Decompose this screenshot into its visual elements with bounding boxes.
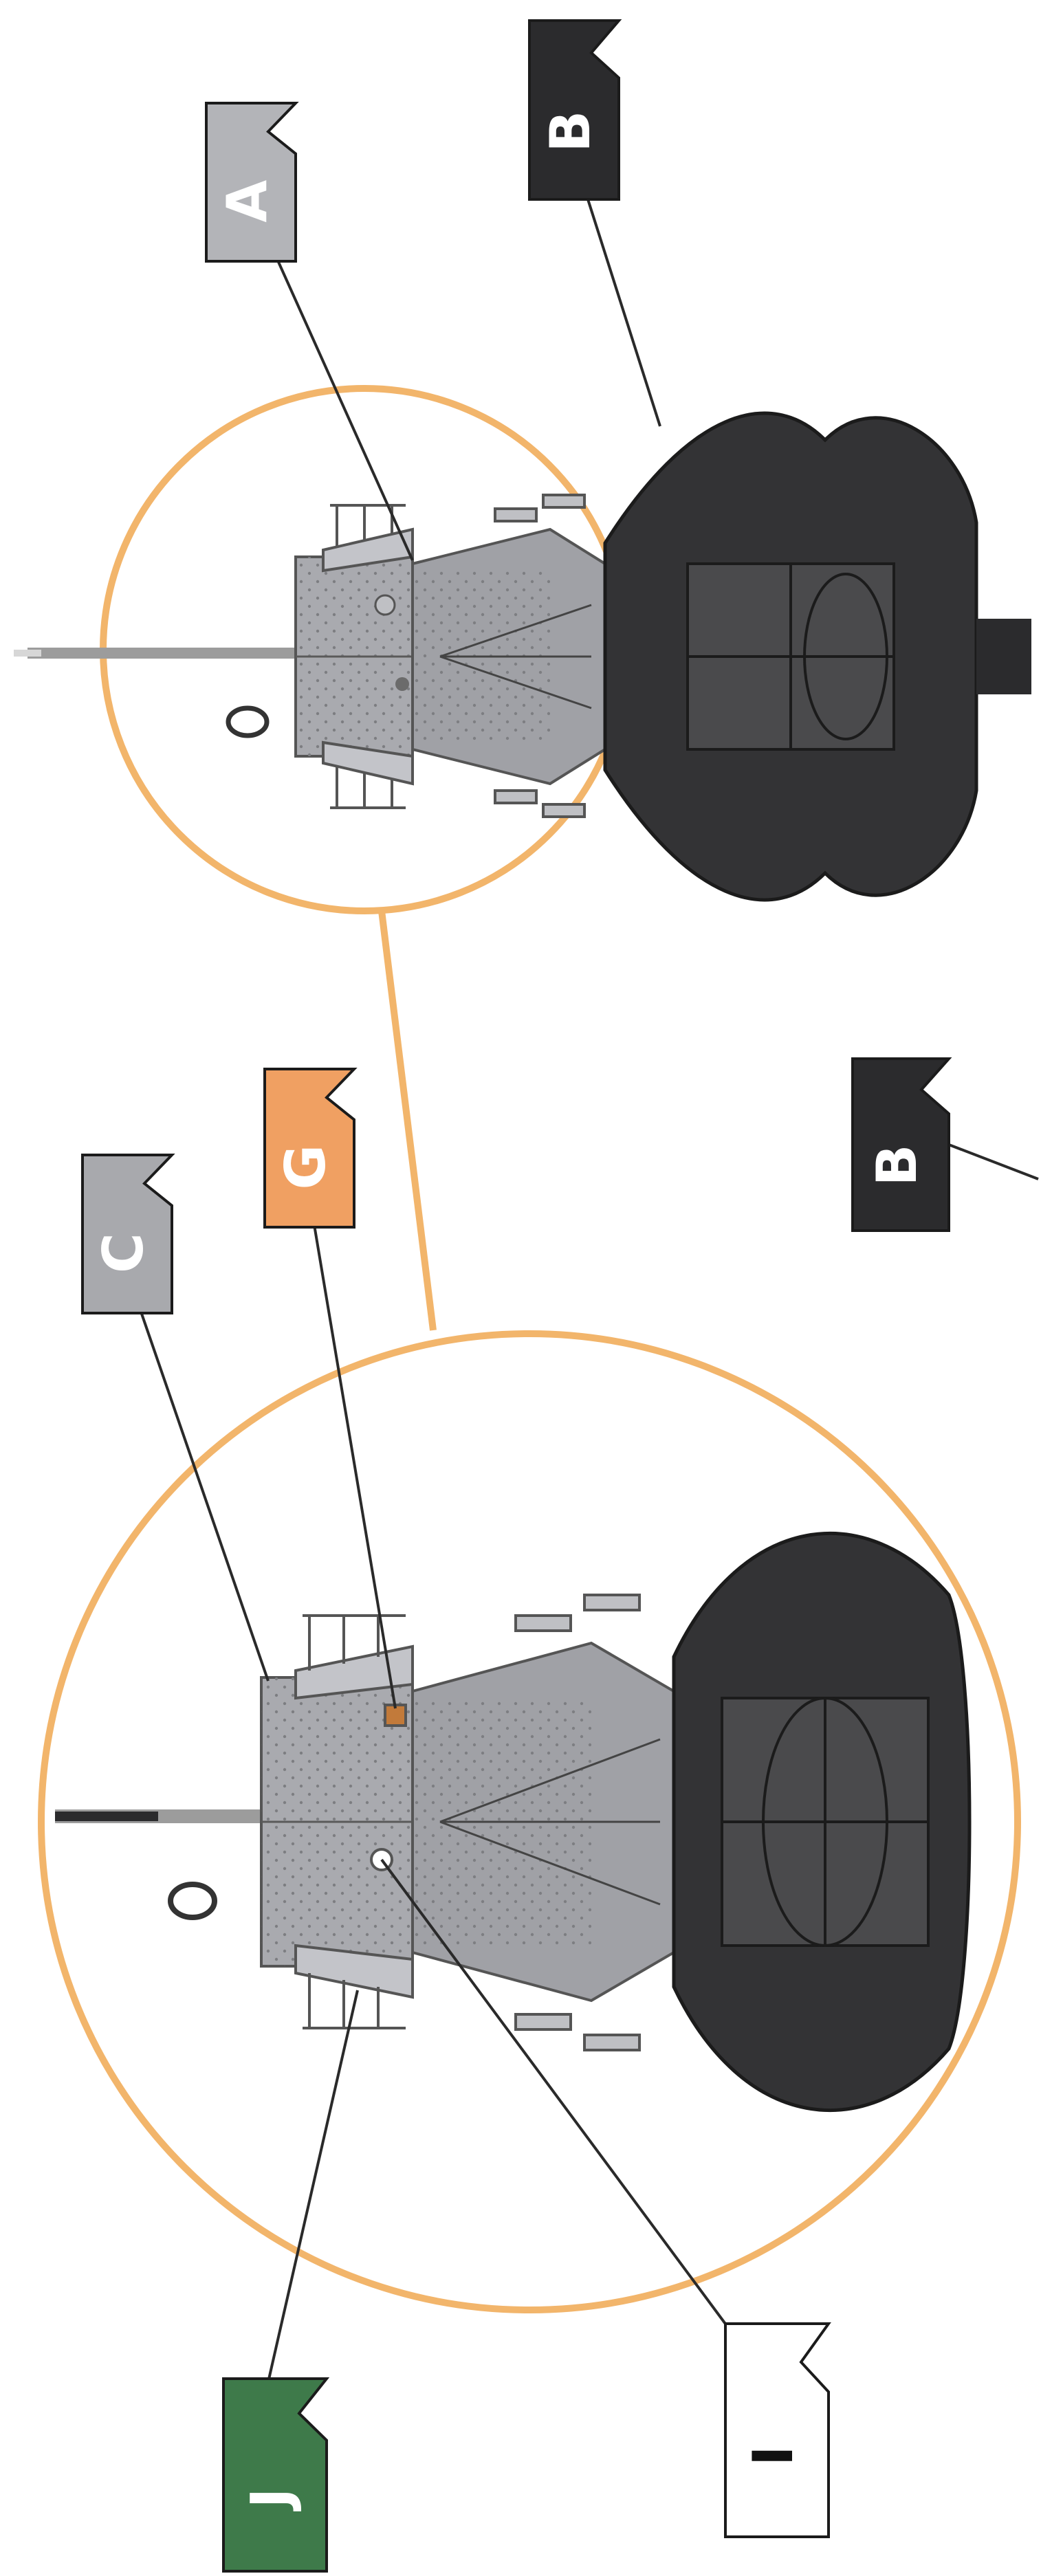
flag-label: J <box>239 2488 303 2512</box>
callout-flag-c: C <box>83 1155 172 1313</box>
upper-hull <box>605 413 1031 900</box>
flag-shape <box>223 2379 327 2571</box>
callout-flag-b-top: B <box>529 21 619 199</box>
callout-flag-i: I <box>725 2324 829 2537</box>
flag-label: B <box>538 111 602 153</box>
upper-view <box>14 388 1031 911</box>
flag-label: B <box>865 1145 929 1187</box>
leader-G <box>309 1196 395 1708</box>
flag-label: A <box>215 180 279 223</box>
flag-label: G <box>274 1145 338 1190</box>
leader-B-top <box>588 199 660 426</box>
lower-view <box>41 1334 1018 2310</box>
magnifier-connector <box>382 911 433 1330</box>
flag-label: C <box>91 1233 155 1273</box>
upper-mast <box>28 648 303 659</box>
callout-flag-b-mid: B <box>853 1059 949 1231</box>
callout-flag-g: G <box>265 1069 354 1227</box>
leader-A <box>275 254 413 560</box>
flag-shape <box>529 21 619 199</box>
callout-flag-j: J <box>223 2379 327 2571</box>
flag-shape <box>725 2324 829 2537</box>
leader-C <box>127 1272 268 1681</box>
upper-ring <box>228 708 267 736</box>
lower-hull <box>674 1533 969 2110</box>
lower-railing-bottom <box>296 1946 413 2028</box>
flag-label: I <box>741 2445 805 2466</box>
leader-B-mid <box>949 1145 1038 1179</box>
lower-ring <box>171 1884 215 1917</box>
callout-flag-a: A <box>206 103 296 261</box>
leader-J <box>268 1990 358 2382</box>
